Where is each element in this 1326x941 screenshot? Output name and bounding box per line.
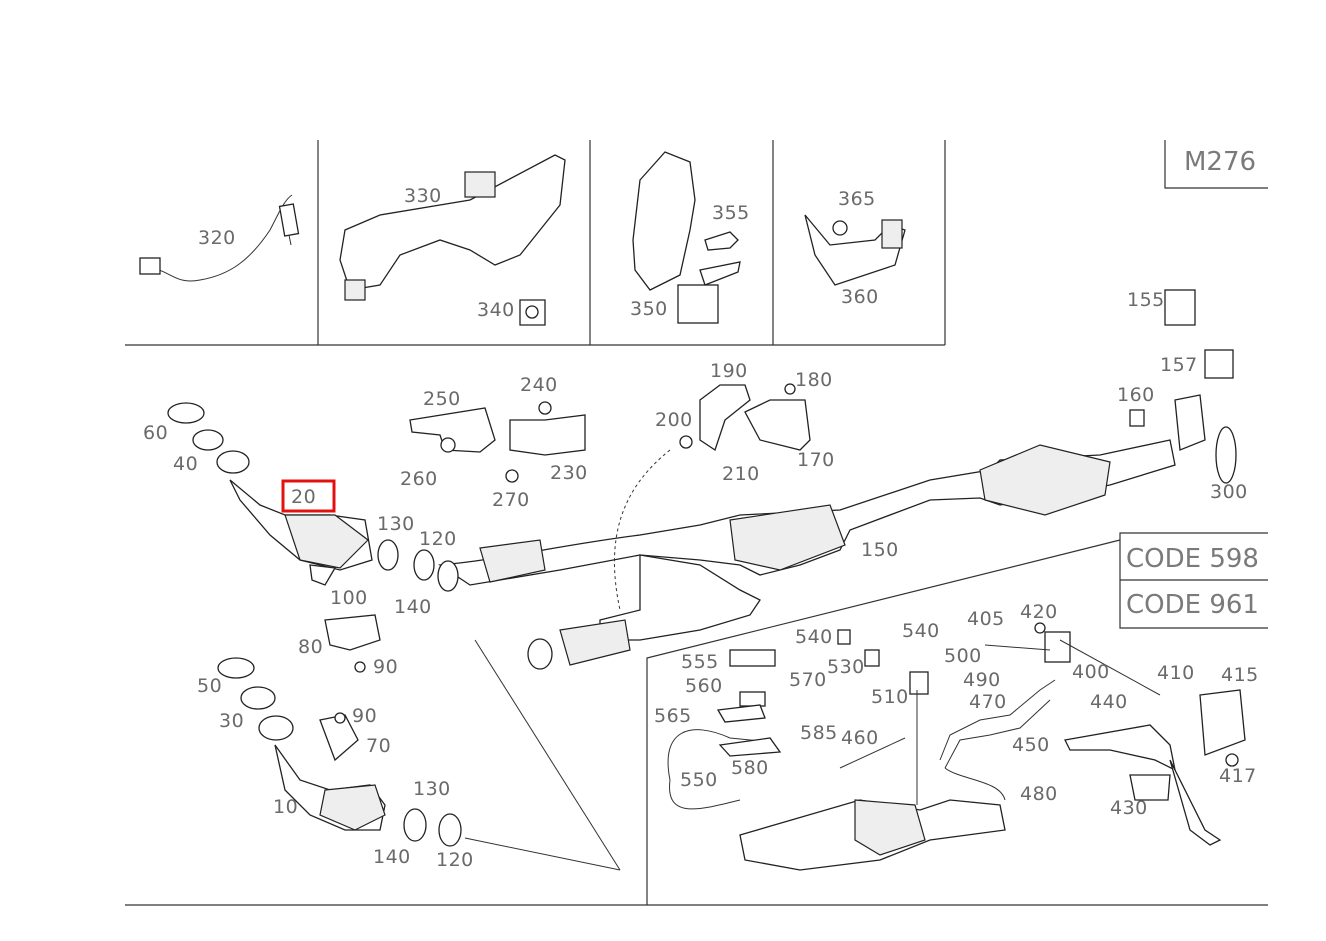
part-label: 80	[298, 636, 323, 658]
part-label: 560	[685, 675, 723, 697]
part-label: 500	[944, 645, 982, 667]
part-label: 580	[731, 757, 769, 779]
part-label: 140	[394, 596, 432, 618]
part-label: 430	[1110, 797, 1148, 819]
part-label: 405	[967, 608, 1005, 630]
part-label: 440	[1090, 691, 1128, 713]
part-label: 130	[377, 513, 415, 535]
part-label: 160	[1117, 384, 1155, 406]
part-label: 480	[1020, 783, 1058, 805]
part-label: 50	[197, 675, 222, 697]
part-label: 490	[963, 669, 1001, 691]
part-label: 140	[373, 846, 411, 868]
code-boxes: CODE 598 CODE 961	[1119, 532, 1268, 629]
part-label: 190	[710, 360, 748, 382]
part-label: 530	[827, 656, 865, 678]
part-label: 355	[712, 202, 750, 224]
highlight-part-20[interactable]	[281, 479, 336, 513]
oxygen-sensor-drawing	[139, 194, 300, 282]
part-label: 300	[1210, 481, 1248, 503]
part-label: 120	[436, 849, 474, 871]
part-label: 340	[477, 299, 515, 321]
part-label: 70	[366, 735, 391, 757]
part-label: 20	[291, 486, 316, 508]
part-label: 330	[404, 185, 442, 207]
bracket-330-drawing	[339, 154, 566, 326]
catalyst-drawings	[167, 402, 621, 871]
part-label: 30	[219, 710, 244, 732]
part-label: 550	[680, 769, 718, 791]
part-label: 585	[800, 722, 838, 744]
part-label: 150	[861, 539, 899, 561]
part-label: 510	[871, 686, 909, 708]
part-label: 420	[1020, 601, 1058, 623]
part-label: 40	[173, 453, 198, 475]
part-label: 120	[419, 528, 457, 550]
part-label: 210	[722, 463, 760, 485]
part-label: 540	[902, 620, 940, 642]
part-label: 360	[841, 286, 879, 308]
bracket-360-drawing	[804, 214, 906, 286]
part-labels: 320 330 340 355 350 365 360 155 157 160 …	[143, 185, 1259, 871]
part-label: 417	[1219, 765, 1257, 787]
part-label: 270	[492, 489, 530, 511]
part-label: 180	[795, 369, 833, 391]
part-label: 90	[352, 705, 377, 727]
part-label: 100	[330, 587, 368, 609]
part-label: 130	[413, 778, 451, 800]
part-label: 10	[273, 796, 298, 818]
part-label: 230	[550, 462, 588, 484]
part-label: 250	[423, 388, 461, 410]
part-label: 570	[789, 669, 827, 691]
main-exhaust-drawing	[409, 289, 1237, 670]
part-label: 240	[520, 374, 558, 396]
bracket-350-drawing	[632, 151, 741, 324]
part-label: 350	[630, 298, 668, 320]
top-inset-frames	[125, 140, 946, 346]
part-label: 200	[655, 409, 693, 431]
part-label: 450	[1012, 734, 1050, 756]
part-label: 415	[1221, 664, 1259, 686]
part-label: 555	[681, 651, 719, 673]
part-label: 540	[795, 626, 833, 648]
part-label: 365	[838, 188, 876, 210]
part-label: 565	[654, 705, 692, 727]
part-label: 260	[400, 468, 438, 490]
part-label: 155	[1127, 289, 1165, 311]
part-label: 60	[143, 422, 168, 444]
detail-inset-frame	[125, 539, 1268, 906]
code-598-label: CODE 598	[1126, 544, 1259, 574]
code-961-label: CODE 961	[1126, 590, 1259, 620]
part-label: 170	[797, 449, 835, 471]
part-label: 157	[1160, 354, 1198, 376]
model-label: M276	[1184, 147, 1256, 177]
part-label: 410	[1157, 662, 1195, 684]
part-label: 470	[969, 691, 1007, 713]
part-label: 90	[373, 656, 398, 678]
detail-inset-drawings	[667, 622, 1246, 871]
model-badge: M276	[1164, 140, 1268, 189]
part-label: 400	[1072, 661, 1110, 683]
part-label: 320	[198, 227, 236, 249]
part-label: 460	[841, 727, 879, 749]
